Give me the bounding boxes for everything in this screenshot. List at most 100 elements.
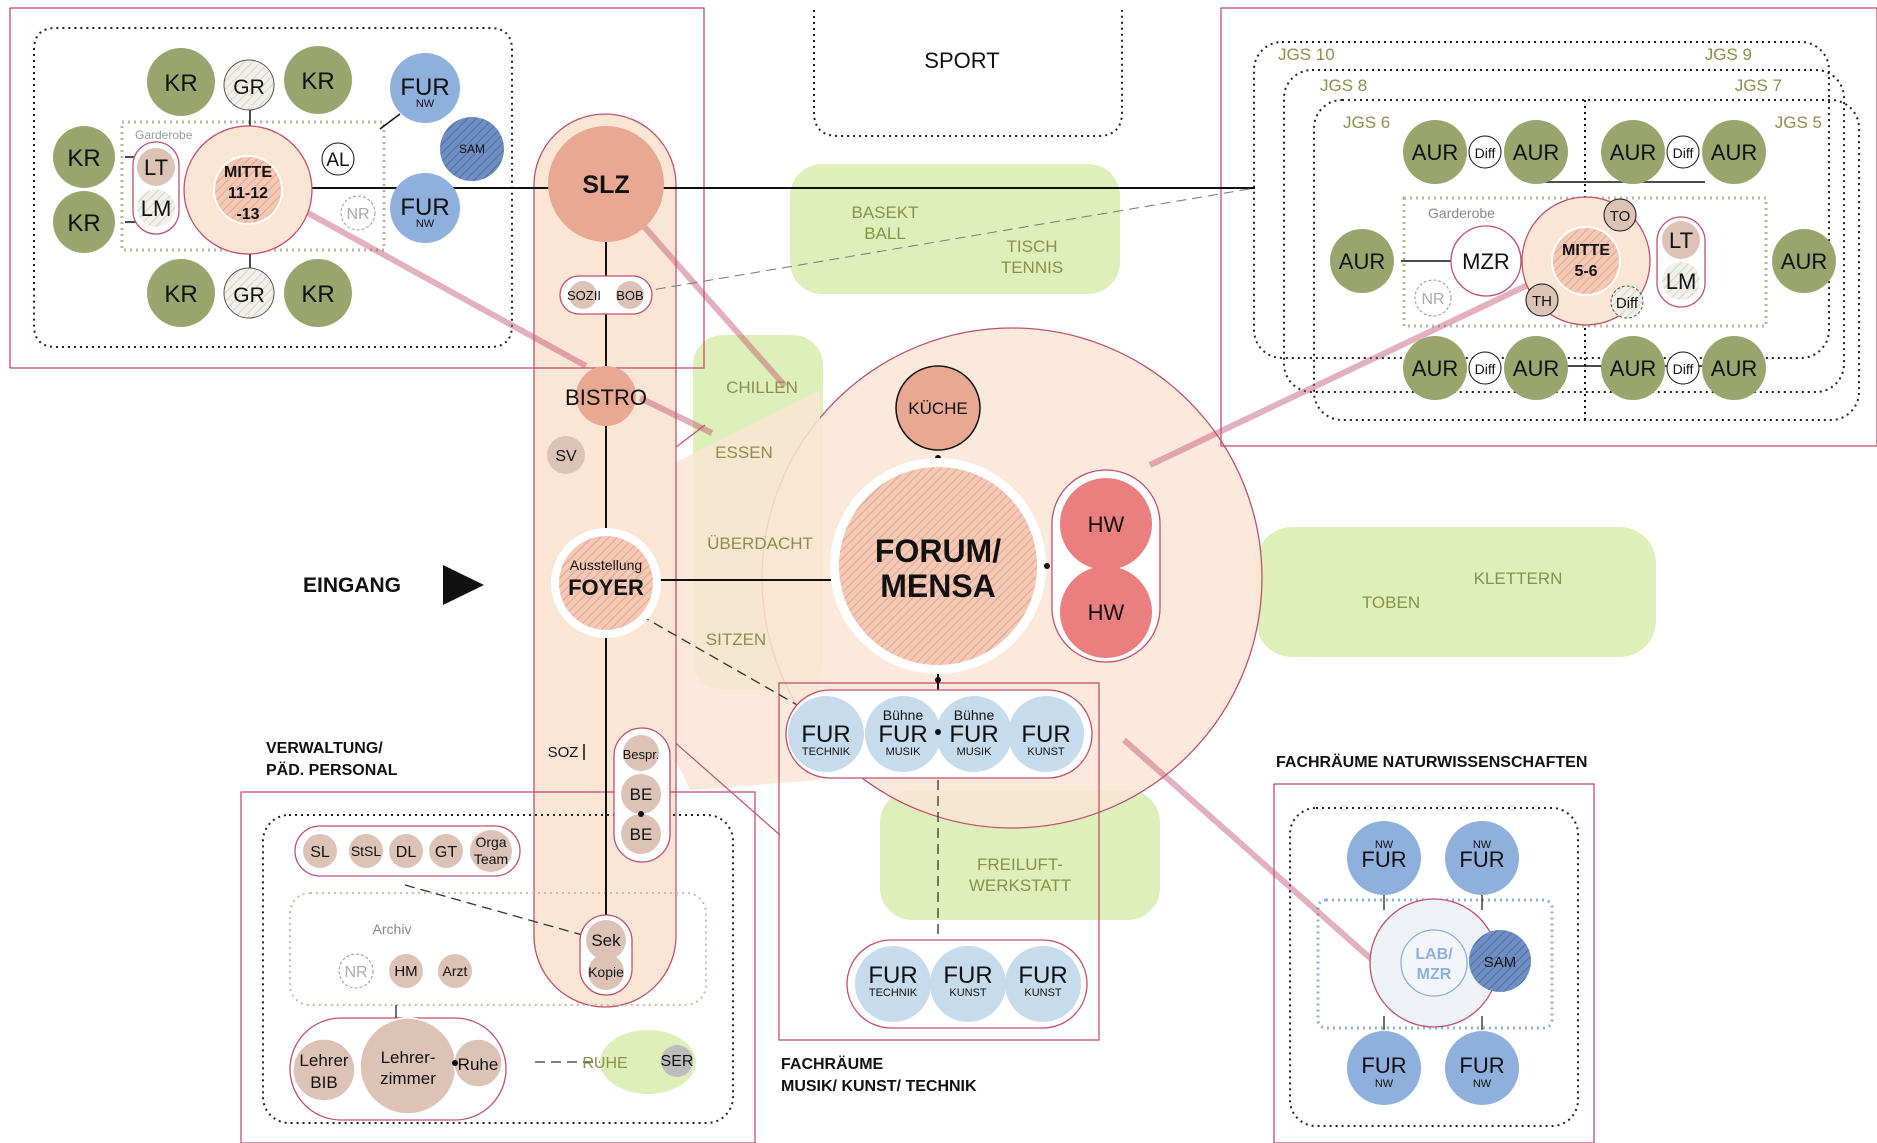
sek-label: Sek	[591, 931, 621, 950]
room-label: FUR	[943, 962, 992, 989]
be-label-2: BE	[630, 825, 653, 844]
diagram-shape	[880, 790, 1160, 920]
room-label: zimmer	[380, 1069, 436, 1088]
room-node	[349, 834, 383, 868]
freiluft-label-1: FREILUFT-	[977, 855, 1063, 874]
room-label: AL	[326, 150, 349, 171]
room-label: FORUM/	[875, 533, 1001, 569]
room-label: JGS 10	[1278, 45, 1335, 64]
diagram-shape	[639, 614, 821, 719]
room-node	[1551, 226, 1621, 296]
basketball-label-1: BASEKT	[851, 203, 918, 222]
room-label: LM	[141, 196, 172, 221]
room-label: FUR	[801, 721, 850, 748]
room-label: TH	[1532, 293, 1552, 310]
room-node	[1601, 120, 1665, 184]
room-label: AUR	[1412, 356, 1458, 381]
room-node	[935, 677, 941, 683]
freiluft-label-2: WERKSTATT	[969, 876, 1071, 895]
tischtennis-label-2: TENNIS	[1001, 258, 1063, 277]
room-label: KR	[164, 70, 197, 97]
room-label: HW	[1088, 512, 1125, 537]
room-node	[389, 834, 423, 868]
diagram-shape	[1220, 7, 1877, 447]
pink-links	[306, 210, 1532, 968]
room-node	[452, 1060, 458, 1066]
room-label: NW	[1473, 1078, 1492, 1090]
diagram-shape	[790, 164, 1120, 294]
room-node	[569, 281, 597, 309]
room-node	[839, 467, 1037, 665]
room-label: LT	[144, 155, 168, 180]
room-node	[865, 696, 941, 772]
room-label: Diff	[1475, 145, 1496, 161]
room-node	[1601, 336, 1665, 400]
room-node	[1702, 336, 1766, 400]
room-label: SER	[661, 1053, 694, 1070]
room-node	[223, 59, 275, 111]
room-node	[1445, 1031, 1519, 1105]
room-node	[1403, 120, 1467, 184]
chillen-label: CHILLEN	[726, 378, 798, 397]
room-node	[223, 267, 275, 319]
room-node	[1662, 262, 1700, 300]
room-label: Ruhe	[458, 1055, 499, 1074]
room-node	[621, 774, 661, 814]
diagram-shape	[813, 10, 1123, 137]
room-label: SL	[310, 844, 330, 861]
room-label: KUNST	[949, 987, 987, 999]
room-label: JGS 8	[1320, 76, 1367, 95]
room-node	[213, 155, 283, 225]
fach-musik-caption-1: FACHRÄUME	[781, 1055, 884, 1073]
diagram-shape	[1148, 281, 1532, 468]
room-node	[470, 830, 512, 872]
sozii-label: SOZII	[567, 288, 601, 303]
room-node	[1468, 351, 1502, 385]
room-node	[1504, 120, 1568, 184]
room-label: 5-6	[1574, 263, 1597, 280]
room-node	[284, 46, 352, 114]
room-label: Diff	[1673, 361, 1694, 377]
room-node	[340, 195, 376, 231]
ruhe-outdoor-label: RUHE	[582, 1055, 627, 1072]
room-node	[638, 811, 644, 817]
diagram-shape	[638, 395, 714, 436]
outdoor-labels: SPORT BASEKT BALL TISCH TENNIS CHILLEN E…	[582, 48, 1562, 1072]
room-node	[855, 946, 931, 1022]
slz-room	[548, 126, 664, 242]
room-label: NW	[1375, 1078, 1394, 1090]
room-node	[1504, 336, 1568, 400]
room-node	[788, 696, 864, 772]
toben-label: TOBEN	[1362, 593, 1420, 612]
ueberdacht-label: ÜBERDACHT	[707, 534, 813, 553]
room-label: NW	[1473, 839, 1492, 851]
room-label: NR	[346, 206, 369, 223]
room-label: VERWALTUNG/	[266, 740, 383, 757]
eingang-label: EINGANG	[303, 574, 401, 597]
room-node	[1469, 930, 1531, 992]
room-label: Ausstellung	[570, 557, 642, 573]
room-label: Arzt	[443, 963, 468, 979]
room-node	[1044, 563, 1050, 569]
room-label: GR	[233, 284, 265, 307]
room-label: JGS 9	[1705, 45, 1752, 64]
room-label: FUR	[1021, 721, 1070, 748]
room-label: NR	[344, 964, 367, 981]
room-label: FUR	[878, 721, 927, 748]
room-label: FUR	[1459, 847, 1504, 872]
room-node	[1005, 946, 1081, 1022]
room-label: MUSIK	[886, 746, 922, 758]
verwaltung: VERWALTUNG/ PÄD. PERSONAL SL StSL DL GT …	[266, 740, 694, 1121]
kueche-room	[895, 365, 981, 451]
tischtennis-label-1: TISCH	[1007, 237, 1058, 256]
room-label: Lehrer	[299, 1051, 348, 1070]
diagram-shape	[1273, 783, 1595, 1143]
room-node	[1414, 279, 1452, 317]
room-label: PÄD. PERSONAL	[266, 761, 398, 779]
room-node	[1772, 229, 1836, 293]
hw-room-1	[1060, 478, 1152, 570]
diagram-shape	[639, 187, 1256, 293]
room-node	[1603, 198, 1637, 232]
soz-label: SOZ	[548, 744, 579, 761]
